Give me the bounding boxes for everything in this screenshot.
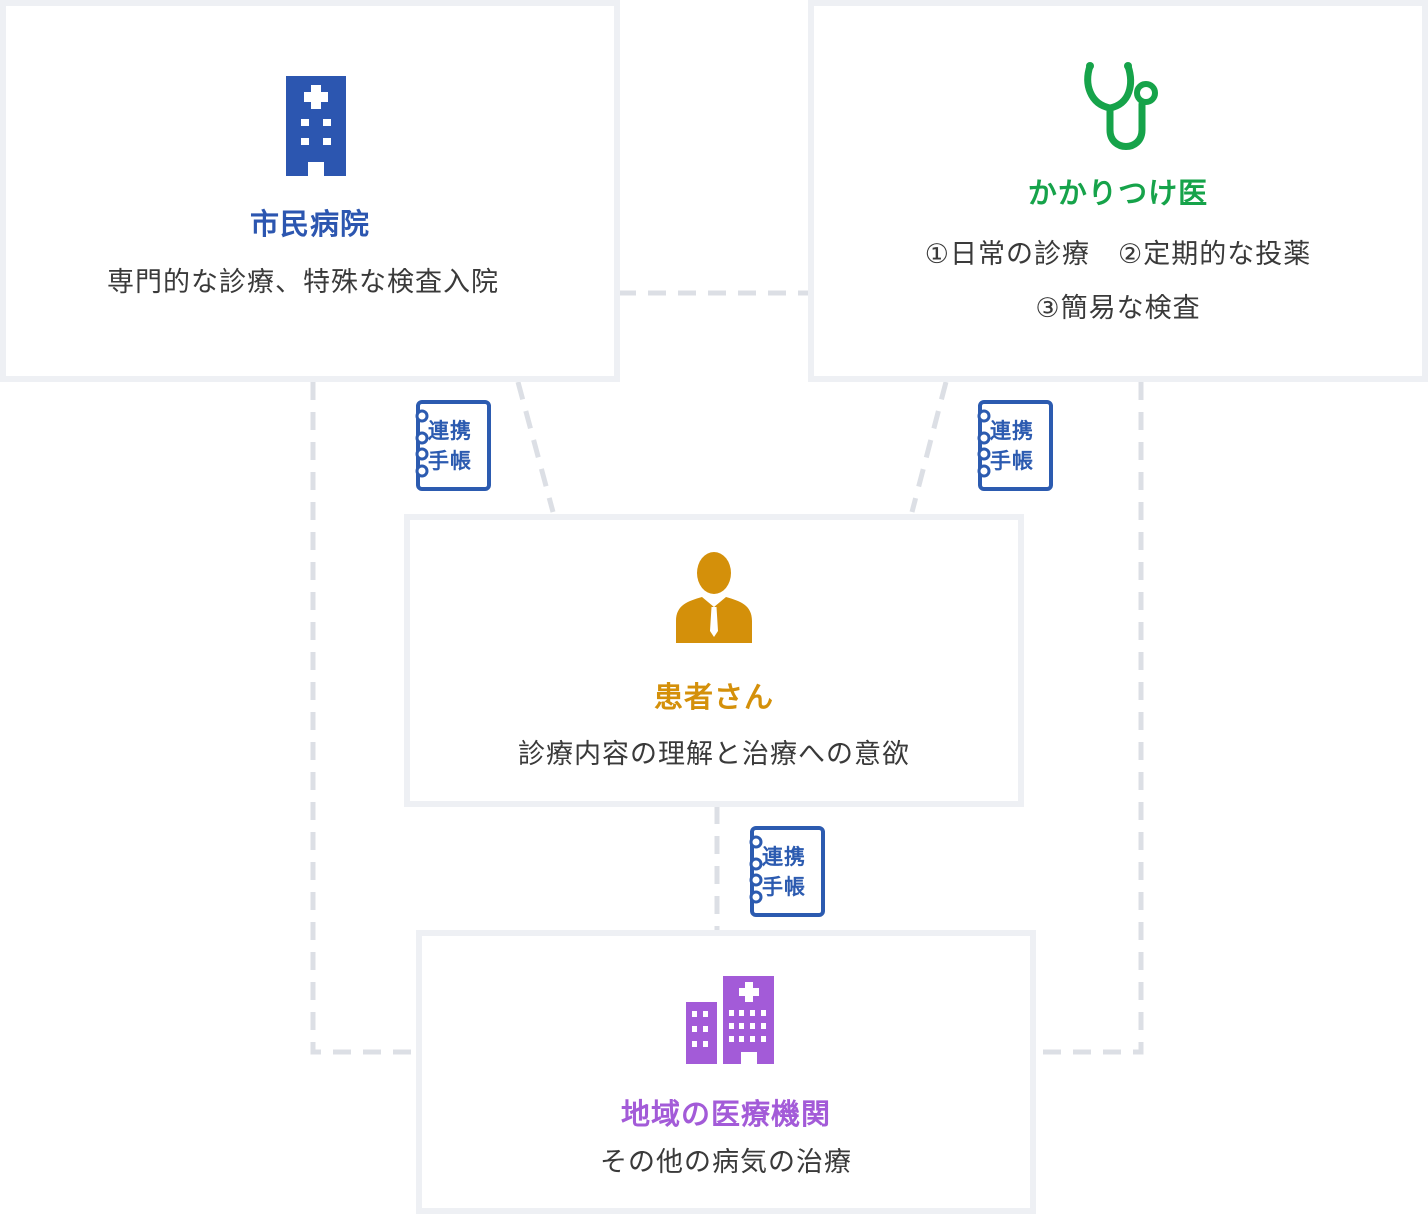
connector-gp-patient	[909, 381, 949, 513]
notebook-label-line-2: 手帳	[762, 875, 806, 899]
local-clinic-box: 地域の医療機関 その他の病気の治療	[416, 930, 1036, 1214]
notebook-patient-local: 連携 手帳	[746, 826, 826, 918]
notebook-label-line-1: 連携	[428, 419, 472, 443]
connector-hospital-local	[310, 382, 418, 1055]
gp-title: かかりつけ医	[1027, 176, 1209, 210]
gp-box: かかりつけ医 ①日常の診療 ②定期的な投薬 ③簡易な検査	[808, 0, 1428, 382]
gp-description: ①日常の診療 ②定期的な投薬 ③簡易な検査	[814, 228, 1422, 336]
notebook-label-line-1: 連携	[762, 845, 806, 869]
patient-person-icon	[676, 552, 752, 643]
connector-hospital-patient	[515, 381, 556, 513]
stethoscope-icon	[1084, 62, 1158, 150]
notebook-label-line-1: 連携	[990, 419, 1034, 443]
hospital-building-icon	[286, 76, 346, 176]
hospital-description-line: 専門的な診療、特殊な検査入院	[107, 267, 499, 298]
gp-description-line-1: ①日常の診療 ②定期的な投薬	[924, 239, 1312, 270]
hospital-title: 市民病院	[249, 207, 370, 241]
hospital-description: 専門的な診療、特殊な検査入院	[0, 256, 614, 310]
patient-description-line: 診療内容の理解と治療への意欲	[518, 739, 910, 770]
patient-box: 患者さん 診療内容の理解と治療への意欲	[404, 514, 1024, 807]
gp-description-line-2: ③簡易な検査	[1035, 293, 1201, 324]
notebook-label-line-2: 手帳	[428, 449, 472, 473]
notebook-hospital-patient: 連携 手帳	[412, 400, 492, 492]
notebook-icon	[749, 826, 825, 917]
connector-gp-local	[1034, 382, 1144, 1055]
notebook-icon	[415, 400, 491, 491]
local-clinic-buildings-icon	[686, 976, 774, 1064]
hospital-box: 市民病院 専門的な診療、特殊な検査入院	[0, 0, 620, 382]
notebook-icon	[977, 400, 1053, 491]
patient-description: 診療内容の理解と治療への意欲	[410, 728, 1018, 782]
local-clinic-description-line: その他の病気の治療	[600, 1147, 852, 1178]
local-clinic-description: その他の病気の治療	[422, 1136, 1030, 1190]
patient-title: 患者さん	[653, 680, 774, 714]
notebook-label-line-2: 手帳	[990, 449, 1034, 473]
local-clinic-title: 地域の医療機関	[620, 1097, 831, 1131]
notebook-gp-patient: 連携 手帳	[974, 400, 1054, 492]
